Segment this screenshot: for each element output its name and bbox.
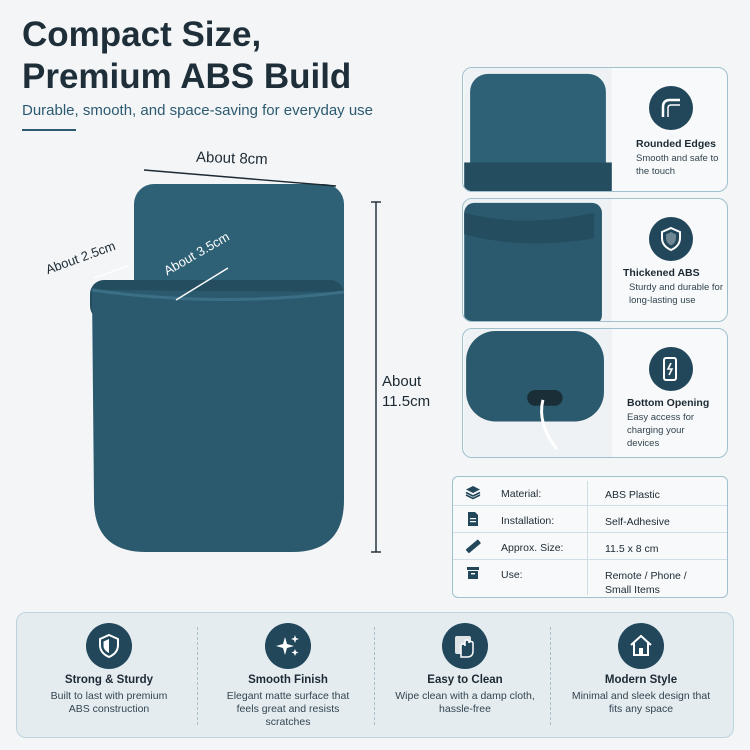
feature-desc: Smooth and safe to the touch <box>636 153 719 177</box>
feature-card-thickened-abs: Thickened ABS Sturdy and durable for lon… <box>462 198 728 322</box>
shield-icon <box>649 217 693 261</box>
spec-table: Material: ABS Plastic Installation: Self… <box>452 476 728 598</box>
feature-desc: Easy access for charging your devices <box>627 412 695 449</box>
feature-card-rounded-edges: Rounded Edges Smooth and safe to the tou… <box>462 67 728 192</box>
sparkle-icon <box>265 623 311 669</box>
benefit-smooth-finish: Smooth Finish Elegant matte surface that… <box>200 613 376 739</box>
height-label: About 11.5cm <box>382 372 430 412</box>
hand-wipe-icon <box>442 623 488 669</box>
benefit-desc: Minimal and sleek design that fits any s… <box>571 690 711 715</box>
spec-key: Approx. Size: <box>501 542 564 554</box>
spec-value: 11.5 x 8 cm <box>605 543 659 555</box>
benefit-separator <box>197 627 198 725</box>
benefits-bar: Strong & Sturdy Built to last with premi… <box>16 612 734 738</box>
title-line-1: Compact Size, <box>22 15 262 54</box>
feature-title: Bottom Opening <box>627 397 710 409</box>
height-label-line-1: About <box>382 373 422 390</box>
spec-value: ABS Plastic <box>605 489 660 501</box>
page-title: Compact Size, Premium ABS Build <box>22 14 351 98</box>
layers-icon <box>465 486 481 500</box>
title-line-2: Premium ABS Build <box>22 57 352 96</box>
benefit-title: Smooth Finish <box>248 674 328 686</box>
height-label-line-2: 11.5cm <box>382 393 431 410</box>
spec-value: Remote / Phone / Small Items <box>605 570 687 596</box>
thickened-abs-photo <box>464 199 612 321</box>
benefit-desc: Built to last with premium ABS construct… <box>50 690 168 715</box>
feature-title: Rounded Edges <box>636 138 716 150</box>
benefit-title: Modern Style <box>604 674 678 686</box>
benefit-desc: Elegant matte surface that feels great a… <box>226 690 350 728</box>
home-icon <box>618 623 664 669</box>
benefit-desc: Wipe clean with a damp cloth, hassle-fre… <box>395 690 535 715</box>
benefit-title: Strong & Sturdy <box>64 674 154 686</box>
spec-divider <box>587 481 588 595</box>
spec-row-size: Approx. Size: 11.5 x 8 cm <box>453 533 727 560</box>
rounded-edges-photo <box>464 68 612 191</box>
spec-key: Installation: <box>501 515 555 527</box>
benefit-title: Easy to Clean <box>427 674 503 686</box>
product-illustration <box>90 169 381 553</box>
benefit-strong-sturdy: Strong & Sturdy Built to last with premi… <box>21 613 197 739</box>
spec-key: Use: <box>501 569 523 581</box>
benefit-easy-clean: Easy to Clean Wipe clean with a damp clo… <box>377 613 553 739</box>
benefit-separator <box>374 627 375 725</box>
page-subtitle: Durable, smooth, and space-saving for ev… <box>22 102 374 119</box>
spec-row-installation: Installation: Self-Adhesive <box>453 506 727 533</box>
bottom-opening-photo <box>464 329 612 457</box>
box-icon <box>467 567 479 579</box>
feature-desc: Sturdy and durable for long-lasting use <box>629 282 724 306</box>
spec-row-material: Material: ABS Plastic <box>453 479 727 506</box>
document-icon <box>468 512 478 526</box>
spec-value: Self-Adhesive <box>605 516 670 528</box>
rounded-corner-icon <box>649 86 693 130</box>
feature-card-bottom-opening: Bottom Opening Easy access for charging … <box>462 328 728 458</box>
feature-title: Thickened ABS <box>623 267 700 279</box>
spec-row-use: Use: Remote / Phone / Small Items <box>453 560 727 597</box>
shield-check-icon <box>86 623 132 669</box>
spec-key: Material: <box>501 488 542 500</box>
charging-phone-icon <box>649 347 693 391</box>
benefit-separator <box>550 627 551 725</box>
width-label: About 8cm <box>195 148 268 169</box>
subtitle-underline <box>22 129 76 131</box>
ruler-icon <box>465 539 481 554</box>
benefit-modern-style: Modern Style Minimal and sleek design th… <box>553 613 729 739</box>
